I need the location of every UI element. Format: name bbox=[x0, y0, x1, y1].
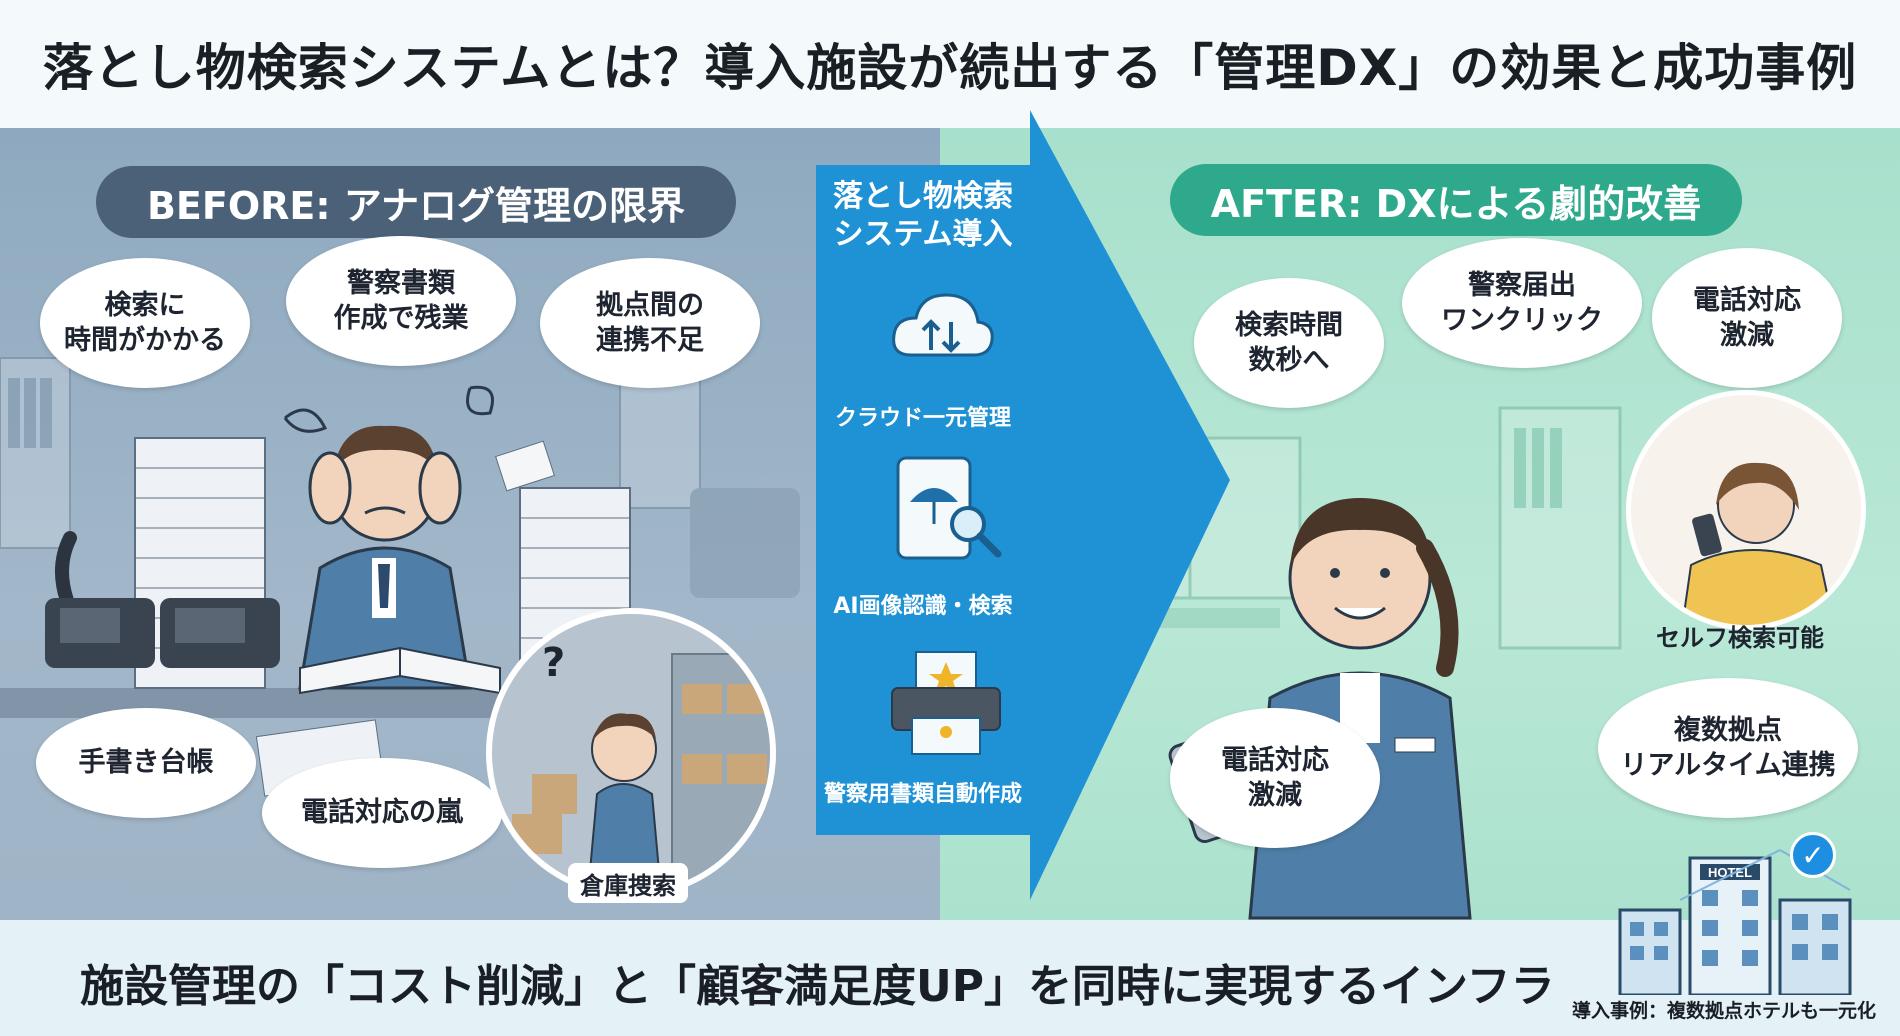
printer-police-doc-icon bbox=[891, 651, 1001, 755]
check-badge-icon: ✓ bbox=[1790, 832, 1836, 878]
system-intro-arrow: 落とし物検索 システム導入 クラウド一元管理 AI画像認識・検索 警察用書類自動… bbox=[790, 100, 1260, 930]
bubble-search-seconds: 検索時間 数秒へ bbox=[1194, 278, 1384, 408]
before-office-scene bbox=[0, 347, 800, 797]
bubble-phone-flood: 電話対応の嵐 bbox=[262, 758, 502, 868]
cloud-sync-icon bbox=[892, 293, 994, 357]
hotel-buildings-icon: HOTEL bbox=[1618, 849, 1852, 995]
bubble-multi-site-sync: 複数拠点 リアルタイム連携 bbox=[1598, 678, 1858, 818]
bubble-search-time: 検索に 時間がかかる bbox=[40, 258, 250, 388]
footer: 施設管理の「コスト削減」と「顧客満足度UP」を同時に実現するインフラ bbox=[0, 920, 1900, 1036]
bubble-site-coordination: 拠点間の 連携不足 bbox=[540, 258, 760, 388]
stressed-worker bbox=[283, 385, 494, 690]
footer-tagline: 施設管理の「コスト削減」と「顧客満足度UP」を同時に実現するインフラ bbox=[80, 961, 1555, 1012]
case-study-label: 導入事例：複数拠点ホテルも一元化 bbox=[1572, 1000, 1877, 1022]
warehouse-illustration bbox=[512, 653, 770, 892]
bubble-phone-reduced-top: 電話対応 激減 bbox=[1652, 248, 1842, 388]
feature-label-cloud: クラウド一元管理 bbox=[834, 406, 1011, 431]
warehouse-search-scene bbox=[486, 608, 776, 898]
bubble-handwritten-ledger: 手書き台帳 bbox=[36, 708, 256, 818]
self-search-label: セルフ検索可能 bbox=[1656, 624, 1824, 652]
page-title: 落とし物検索システムとは？導入施設が続出する「管理DX」の効果と成功事例 bbox=[42, 39, 1858, 97]
feature-label-ai: AI画像認識・検索 bbox=[833, 594, 1013, 619]
tablet-ai-search-icon bbox=[896, 456, 1002, 560]
bubble-phone-reduced-bottom: 電話対応 激減 bbox=[1170, 708, 1380, 848]
question-mark-icon: ? bbox=[542, 640, 566, 686]
desk-phones bbox=[45, 531, 280, 668]
bubble-police-one-click: 警察届出 ワンクリック bbox=[1402, 238, 1642, 368]
arrow-heading: 落とし物検索 システム導入 bbox=[833, 179, 1013, 252]
bubble-police-docs: 警察書類 作成で残業 bbox=[286, 236, 516, 366]
before-heading: BEFORE: アナログ管理の限界 bbox=[96, 166, 736, 238]
title-bar: 落とし物検索システムとは？導入施設が続出する「管理DX」の効果と成功事例 bbox=[0, 0, 1900, 128]
self-search-scene bbox=[1626, 390, 1866, 630]
feature-label-printer: 警察用書類自動作成 bbox=[823, 782, 1022, 807]
after-heading: AFTER: DXによる劇的改善 bbox=[1170, 164, 1742, 236]
before-panel: BEFORE: アナログ管理の限界 検索に 時間がかかる 警察書類 作成で残業 … bbox=[0, 128, 960, 920]
customer-with-phone-illustration bbox=[1681, 462, 1835, 625]
warehouse-search-label: 倉庫捜索 bbox=[568, 863, 688, 903]
